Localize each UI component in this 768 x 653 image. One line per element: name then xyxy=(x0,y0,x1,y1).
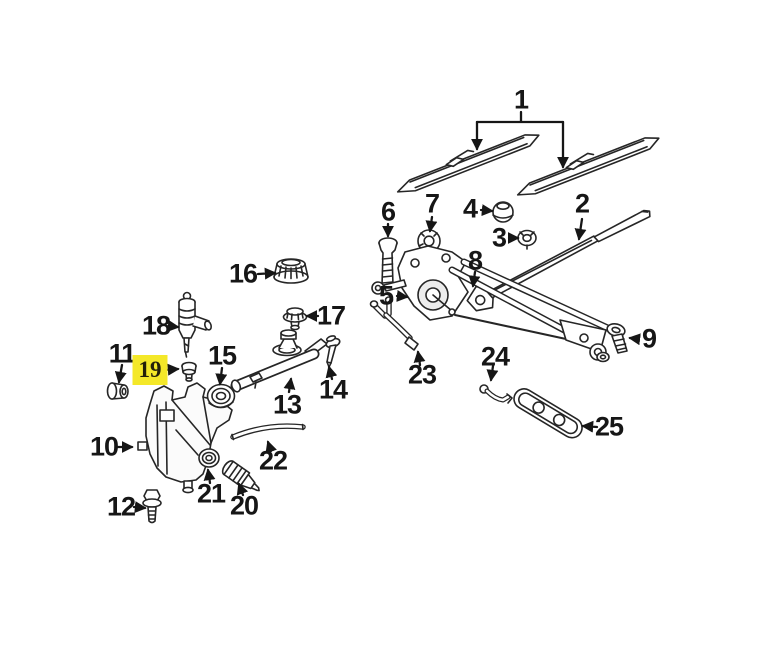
callout-10[interactable]: 10 xyxy=(89,431,119,462)
callout-1[interactable]: 1 xyxy=(513,84,529,115)
pump-grommet xyxy=(206,383,236,409)
callout-24[interactable]: 24 xyxy=(480,341,510,372)
callout-2[interactable]: 2 xyxy=(574,188,590,219)
callout-7[interactable]: 7 xyxy=(424,188,440,219)
callout-20[interactable]: 20 xyxy=(229,490,259,521)
callout-1-bracket xyxy=(475,110,565,124)
link-arm xyxy=(513,388,583,439)
callout-6[interactable]: 6 xyxy=(380,196,396,227)
callout-22[interactable]: 22 xyxy=(258,445,288,476)
callout-14[interactable]: 14 xyxy=(318,374,348,405)
reservoir-bolt xyxy=(142,489,162,524)
reservoir-grommet xyxy=(106,382,129,400)
callout-16[interactable]: 16 xyxy=(228,258,258,289)
callout-12[interactable]: 12 xyxy=(106,491,136,522)
washer-reservoir xyxy=(137,382,233,494)
callout-18[interactable]: 18 xyxy=(141,310,171,341)
reservoir-cap xyxy=(273,258,309,284)
callout-9[interactable]: 9 xyxy=(641,323,657,354)
callout-8[interactable]: 8 xyxy=(467,245,483,276)
callout-17[interactable]: 17 xyxy=(316,300,346,331)
callout-3[interactable]: 3 xyxy=(491,222,507,253)
tube-cap xyxy=(282,307,308,331)
washer-hose xyxy=(369,296,419,351)
linkage-screw xyxy=(596,322,628,363)
callout-4[interactable]: 4 xyxy=(462,193,478,224)
pivot-nut xyxy=(517,229,537,250)
hose-clip xyxy=(479,384,513,404)
callout-19-highlighted[interactable]: 19 xyxy=(132,355,168,385)
callout-11[interactable]: 11 xyxy=(108,338,137,369)
filler-tube xyxy=(230,329,328,393)
sensor-grommet xyxy=(198,448,220,468)
callout-13[interactable]: 13 xyxy=(272,389,302,420)
callout-21[interactable]: 21 xyxy=(196,478,226,509)
washer-pump xyxy=(178,291,213,358)
wiper-motor xyxy=(371,245,469,321)
tube-rivet xyxy=(325,335,341,368)
pivot-cap xyxy=(492,201,514,223)
callout-25[interactable]: 25 xyxy=(594,411,624,442)
callout-23[interactable]: 23 xyxy=(407,359,437,390)
wiper-blade-left xyxy=(391,124,544,198)
check-valve xyxy=(181,361,197,382)
callout-5[interactable]: 5 xyxy=(378,280,394,311)
callout-15[interactable]: 15 xyxy=(207,340,237,371)
hose-strip xyxy=(230,423,306,441)
